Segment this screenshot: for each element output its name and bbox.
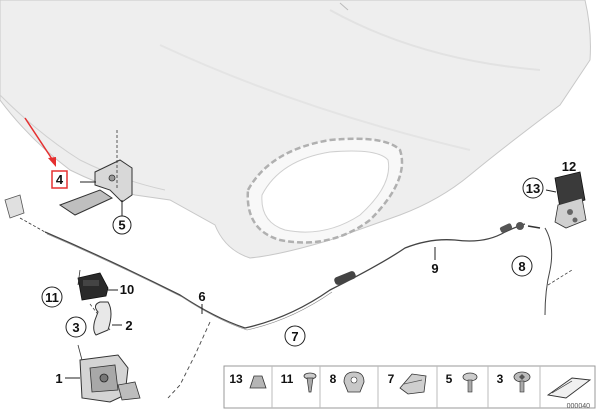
cable-clip-icon	[399, 373, 427, 395]
callout-4[interactable]: 4	[51, 170, 68, 189]
callout-6-label: 6	[198, 289, 205, 304]
callout-12-label: 12	[562, 159, 576, 174]
callout-8[interactable]: 8	[511, 255, 533, 277]
callout-12[interactable]: 12	[562, 159, 576, 174]
callout-13-label: 13	[526, 181, 540, 196]
callout-8-label: 8	[518, 259, 525, 274]
legend-item-8[interactable]: 8	[330, 371, 365, 393]
legend-label-11: 11	[281, 372, 294, 386]
tool-icon	[546, 377, 592, 399]
callout-13[interactable]: 13	[522, 177, 544, 199]
legend-label-3: 3	[497, 372, 504, 386]
callout-10[interactable]: 10	[120, 282, 134, 297]
callout-1-label: 1	[55, 371, 62, 386]
left-clip-part[interactable]	[4, 194, 46, 233]
bowden-cable	[44, 222, 573, 331]
legend-label-5: 5	[446, 372, 453, 386]
callout-6[interactable]: 6	[198, 289, 206, 314]
callout-2-label: 2	[125, 318, 132, 333]
callout-3-label: 3	[72, 320, 79, 335]
callout-9[interactable]: 9	[431, 247, 439, 276]
callout-1[interactable]: 1	[55, 371, 62, 386]
legend-item-7[interactable]: 7	[388, 372, 427, 395]
engine-hood	[0, 0, 591, 259]
legend-label-7: 7	[388, 372, 395, 386]
drawing-number: 000040	[567, 403, 590, 409]
cable-holder-icon	[343, 371, 365, 393]
callout-7[interactable]: 7	[284, 325, 306, 347]
callout-5-label: 5	[118, 218, 125, 233]
legend-item-5[interactable]: 5	[446, 372, 478, 393]
callout-11[interactable]: 11	[41, 286, 63, 308]
legend-label-13: 13	[229, 372, 243, 386]
hood-lock-part[interactable]	[65, 344, 141, 403]
legend-item-3[interactable]: 3	[497, 371, 531, 393]
callout-10-label: 10	[120, 282, 134, 297]
legend-item-11[interactable]: 11	[281, 372, 317, 393]
callout-9-label: 9	[431, 261, 438, 276]
callout-2[interactable]: 2	[125, 318, 132, 333]
callout-11-label: 11	[45, 290, 59, 305]
safety-catch-part[interactable]	[545, 171, 587, 229]
switch-part[interactable]	[77, 269, 118, 301]
nut-icon	[249, 375, 267, 389]
hood-hinge-part[interactable]	[58, 130, 133, 218]
legend-item-13[interactable]: 13	[229, 372, 267, 389]
screw-icon	[462, 372, 478, 393]
callout-5[interactable]: 5	[112, 215, 132, 235]
callout-7-label: 7	[291, 329, 298, 344]
legend-label-8: 8	[330, 372, 337, 386]
clip-icon	[303, 372, 317, 393]
torx-bolt-icon	[513, 371, 531, 393]
bracket-part[interactable]	[93, 301, 122, 336]
highlight-arrow	[24, 117, 56, 167]
parts-legend: 13 11 8 7 5	[223, 365, 596, 409]
callout-3[interactable]: 3	[65, 316, 87, 338]
callout-4-label: 4	[56, 172, 64, 187]
